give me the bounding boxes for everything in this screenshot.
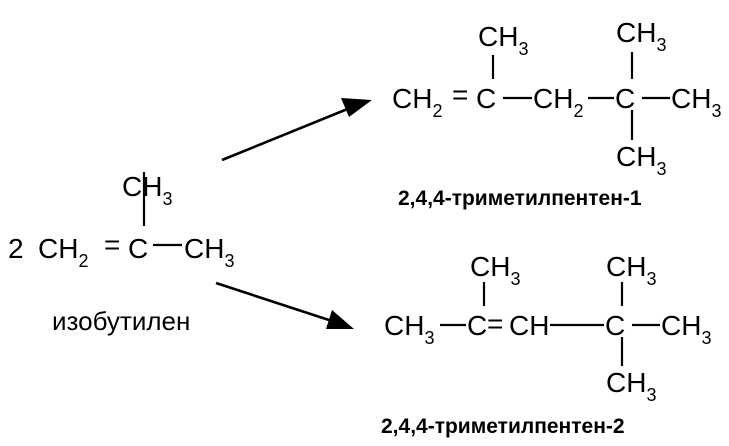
p2-c4-bottom-methyl: CH3	[606, 367, 656, 405]
p2-ch3-left-group: CH3	[384, 310, 434, 348]
p1-c2-top-methyl: CH3	[478, 21, 528, 59]
reaction-arrows	[215, 98, 372, 329]
arrow-head-2	[326, 310, 354, 329]
arrow-to-product-2	[215, 281, 333, 323]
product-2-structure: CH3 C CH3 = CH C CH3 CH3 CH3 2,4,4-триме…	[381, 251, 711, 438]
reactant-structure: 2 CH2 = C CH3 CH3 изобутилен	[8, 171, 234, 336]
reactant-coefficient: 2	[8, 233, 24, 264]
reactant-ch2-group: CH2	[38, 233, 88, 271]
p1-c2-carbon: C	[476, 83, 496, 114]
p2-c4-right-methyl: CH3	[661, 310, 711, 348]
product-2-name: 2,4,4-триметилпентен-2	[381, 415, 625, 438]
p2-c2-top-methyl: CH3	[470, 251, 520, 289]
reactant-top-methyl: CH3	[122, 171, 172, 209]
arrow-head-1	[341, 98, 372, 117]
reactant-double-bond: =	[104, 229, 120, 260]
p1-c4-top-methyl: CH3	[616, 17, 666, 55]
p1-c4-carbon: C	[615, 83, 635, 114]
reactant-right-methyl: CH3	[184, 233, 234, 271]
p1-c4-right-methyl: CH3	[671, 83, 721, 121]
p2-c4-top-methyl: CH3	[606, 251, 656, 289]
p1-ch2-group: CH2	[392, 83, 442, 121]
arrow-to-product-1	[221, 106, 351, 162]
p2-c2-carbon: C	[467, 310, 487, 341]
p1-c4-bottom-methyl: CH3	[616, 141, 666, 179]
product-1-structure: CH2 = C CH3 CH2 C CH3 CH3 CH3 2,4,4-трим…	[392, 17, 721, 210]
reactant-name: изобутилен	[52, 306, 190, 336]
p1-ch2-mid-group: CH2	[533, 83, 583, 121]
p1-double-bond: =	[452, 79, 468, 110]
p2-double-bond: =	[487, 308, 503, 339]
p2-c4-carbon: C	[605, 310, 625, 341]
p2-ch-mid-group: CH	[509, 310, 549, 341]
reactant-central-carbon: C	[128, 233, 148, 264]
product-1-name: 2,4,4-триметилпентен-1	[398, 187, 642, 210]
